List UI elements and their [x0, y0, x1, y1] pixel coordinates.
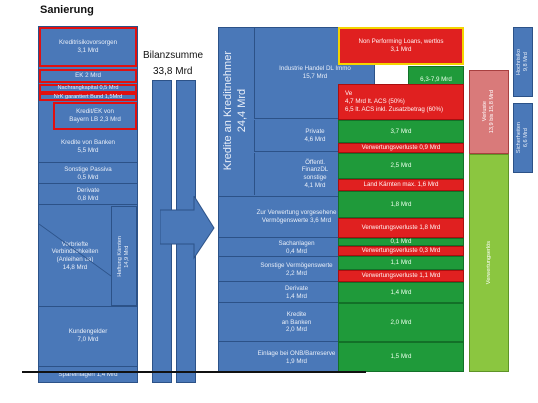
verbriefte-verbindlichkeiten: Verbriefte Verbindlichkeiten (Anleihen u… [51, 240, 99, 271]
npl-box: Non Performing Loans, wertlos 3,1 Mrd [338, 27, 464, 65]
oeffentl-finanzdl: Öffentl. FinanzDL sonstige 4,1 Mrd [254, 153, 375, 195]
industrie-red: Ve 4,7 Mrd lt. ACS (50%) 6,5 lt. ACS ink… [338, 84, 464, 120]
baseline [22, 371, 366, 373]
divider [39, 306, 137, 307]
kreditebanken-green: 2,0 Mrd [338, 303, 464, 342]
oeff-green: 2,5 Mrd [338, 153, 464, 179]
einlage-green: 1,5 Mrd [338, 342, 464, 372]
kredit-ek-box: Kredit/EK von Bayern LB 2,3 Mrd [53, 102, 137, 130]
spareinlagen: Spareinlagen 1,4 Mrd [39, 366, 137, 382]
zur-verwertung: Zur Verwertung vorgesehene Vermögenswert… [218, 196, 375, 238]
zurverw-red: Verwertungsverluste 1,8 Mrd [338, 218, 464, 238]
kredite-an-kreditnehmer: Kredite an Kreditnehmer 24,4 Mrd [222, 51, 248, 171]
ek-box: EK 2 Mrd [39, 69, 137, 83]
oeff-red: Land Kärnten max. 1,6 Mrd [338, 179, 464, 191]
bilanzsumme-value: 33,8 Mrd [153, 66, 193, 77]
private-red: Verwertungsverluste 0,9 Mrd [338, 143, 464, 153]
sonstige-passiva: Sonstige Passiva 0,5 Mrd [39, 164, 137, 184]
bilanzsumme-label: Bilanzsumme [143, 50, 204, 61]
hochrisiko-box: Hochrisiko 9,8 Mrd [513, 27, 533, 97]
sonstige-vermoegenswerte: Sonstige Vermögenswerte 2,2 Mrd [218, 258, 375, 282]
nrk-box: NrK garantiert Bund 1,5Mrd [39, 93, 137, 101]
einlage-onb: Einlage bei ONB/Barreserve 1,9 Mrd [257, 350, 336, 365]
kundengelder: Kundengelder 7,0 Mrd [68, 328, 108, 343]
haftung-diagonal [39, 223, 111, 277]
kreditrisikovorsorgen-box: Kreditrisikovorsorgen 3,1 Mrd [39, 27, 137, 67]
verluste-box: Verluste 13,9 bis 15,8 Mrd [469, 70, 509, 154]
derivate-passiva: Derivate 0,8 Mrd [39, 185, 137, 205]
industrie-handel: Industrie Handel DL Immo 15,7 Mrd [254, 27, 375, 119]
arrow-right-icon [160, 196, 215, 260]
nachrang-box: Nachrangkapital 0,5 Mrd [39, 84, 137, 93]
private: Private 4,6 Mrd [254, 120, 375, 152]
derivate-green: 1,4 Mrd [338, 282, 464, 303]
sicherheiten-box: Sicherheiten 6,6 Mrd [513, 103, 533, 173]
kredite-an-banken: Kredite an Banken 2,0 Mrd [218, 304, 375, 342]
sachanlagen-red: Verwertungsverluste 0,3 Mrd [338, 246, 464, 256]
zurverw-green: 1,8 Mrd [338, 191, 464, 218]
sonstige-red: Verwertungsverluste 1,1 Mrd [338, 270, 464, 282]
sonstige-green: 1,1 Mrd [338, 256, 464, 270]
sachanlagen-green: 0,1 Mrd [338, 238, 464, 246]
sachanlagen: Sachanlagen 0,4 Mrd [218, 239, 375, 257]
private-green: 3,7 Mrd [338, 120, 464, 143]
page-title: Sanierung [40, 4, 94, 16]
haftung-kaernten-box: Haftung Kärnten 14,9 Mrd [111, 206, 137, 306]
verwertungserloes-box: Verwertungserlös [469, 154, 509, 372]
derivate-aktiva: Derivate 1,4 Mrd [218, 283, 375, 303]
kredite-von-banken: Kredite von Banken 5,5 Mrd [39, 131, 137, 163]
